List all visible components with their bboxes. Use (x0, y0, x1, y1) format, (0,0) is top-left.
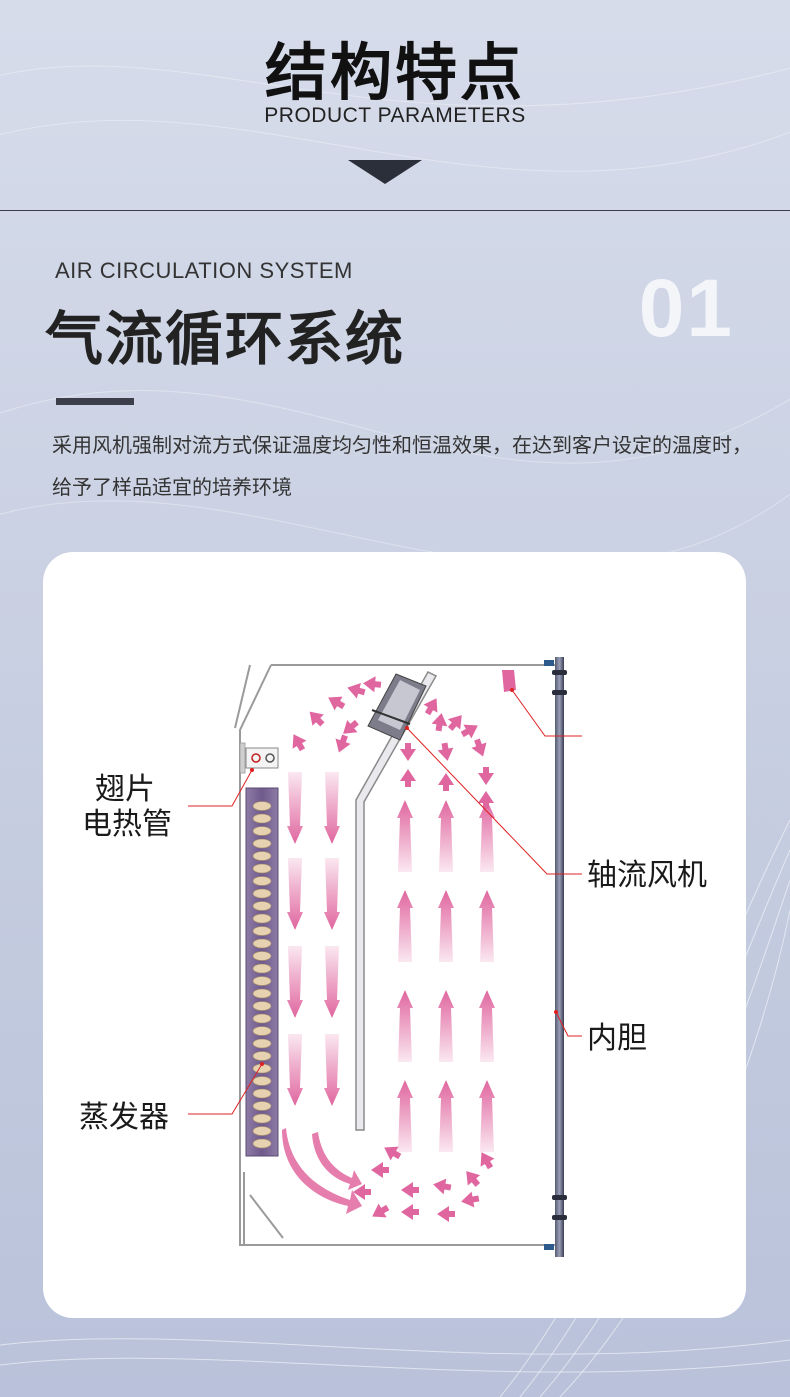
page-subtitle: PRODUCT PARAMETERS (264, 104, 526, 127)
page-title: 结构特点 (264, 36, 525, 109)
section-title: 气流循环系统 (45, 305, 406, 373)
diagram-card (43, 552, 746, 1318)
section-accent-bar (56, 398, 134, 405)
down-triangle-icon (348, 160, 422, 184)
section-description: 采用风机强制对流方式保证温度均匀性和恒温效果，在达到客户设定的温度时，给予了样品… (52, 433, 752, 499)
header-divider (0, 210, 790, 211)
section-number: 01 (638, 263, 734, 354)
section-english-title: AIR CIRCULATION SYSTEM (55, 258, 353, 283)
